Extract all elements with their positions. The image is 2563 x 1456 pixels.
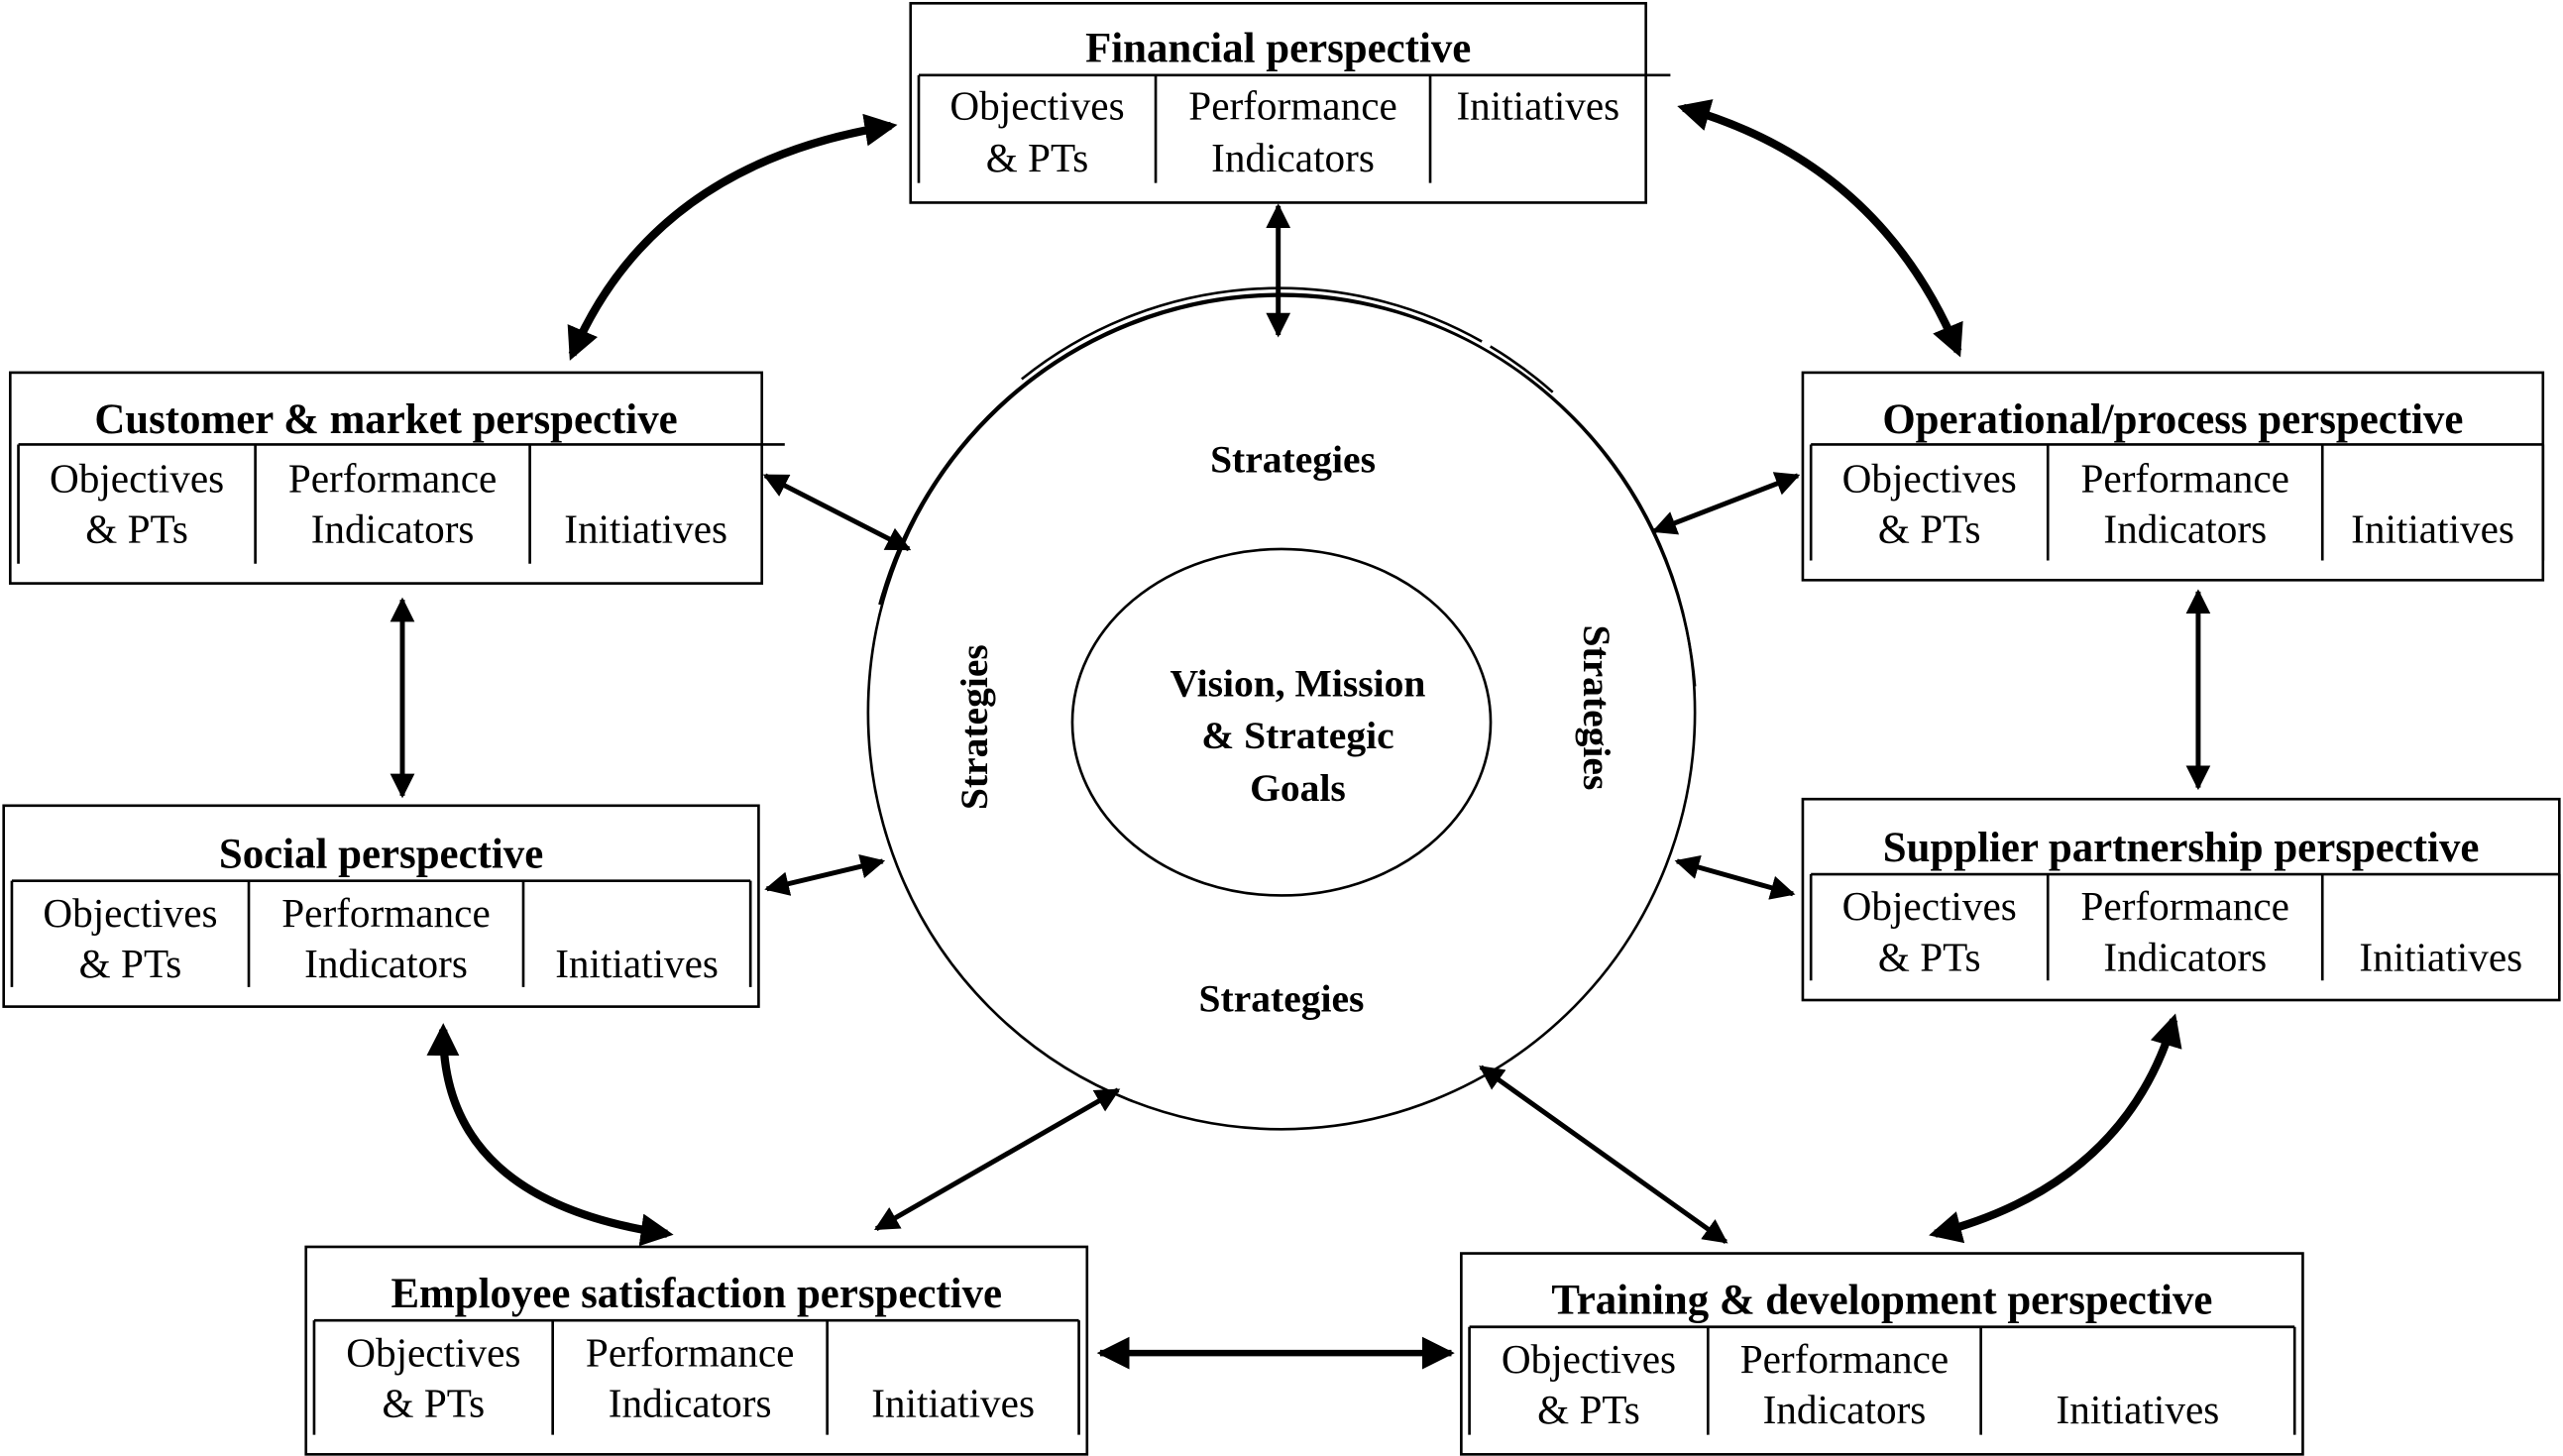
initiatives-label: Initiatives: [1456, 82, 1619, 128]
objectives-label-2: & PTs: [383, 1380, 486, 1425]
initiatives-label: Initiatives: [2057, 1387, 2220, 1432]
perspective-operational: Operational/process perspectiveObjective…: [1801, 371, 2545, 582]
perspective-box: [1801, 797, 2561, 1002]
objectives-label: Objectives: [50, 455, 224, 501]
indicators-label: Performance: [586, 1329, 794, 1375]
curved-arrows: [426, 99, 2182, 1247]
indicators-label: Performance: [281, 890, 490, 936]
indicators-label: Performance: [2080, 455, 2288, 501]
arrow-social-employee: [426, 1023, 674, 1247]
objectives-label-2: & PTs: [1878, 934, 1981, 979]
objectives-label-2: & PTs: [986, 135, 1089, 180]
arrow-employee-ring: [873, 1087, 1121, 1231]
indicators-label-2: Indicators: [2103, 505, 2267, 551]
perspective-title: Social perspective: [219, 831, 543, 877]
strategies-right: Strategies: [1575, 624, 1618, 790]
arrow-supplier-training: [1929, 1013, 2182, 1244]
arrow-social-ring: [764, 854, 886, 896]
center-line-3: Goals: [1250, 766, 1346, 810]
straight-arrows: [390, 203, 2211, 1370]
indicators-label-2: Indicators: [304, 941, 468, 986]
arrow-financial-operational: [1677, 99, 1963, 358]
perspective-box: [2, 804, 760, 1008]
objectives-label-2: & PTs: [79, 941, 182, 986]
perspective-title: Supplier partnership perspective: [1883, 825, 2480, 871]
initiatives-label: Initiatives: [564, 505, 727, 551]
indicators-label: Performance: [288, 455, 497, 501]
outer-arc: [1021, 286, 1554, 393]
indicators-label-2: Indicators: [311, 505, 475, 551]
arrow-operational-ring: [1651, 472, 1801, 535]
indicators-label: Performance: [1188, 82, 1396, 128]
initiatives-label: Initiatives: [555, 941, 719, 986]
perspective-supplier: Supplier partnership perspectiveObjectiv…: [1801, 797, 2561, 1002]
perspective-box: [304, 1245, 1089, 1456]
strategies-top: Strategies: [1210, 437, 1376, 481]
perspective-training: Training & development perspectiveObject…: [1460, 1252, 2304, 1456]
objectives-label-2: & PTs: [1537, 1387, 1640, 1432]
perspective-title: Training & development perspective: [1551, 1278, 2212, 1324]
arrow-supplier-ring: [1674, 855, 1796, 900]
indicators-label-2: Indicators: [2103, 934, 2267, 979]
strategies-left: Strategies: [952, 644, 996, 810]
perspective-box: [909, 1, 1647, 204]
arrow-customer-financial: [567, 113, 898, 361]
arrow-customer-ring: [762, 473, 912, 552]
objectives-label: Objectives: [43, 890, 217, 936]
core-ellipse: [1070, 547, 1493, 897]
indicators-label-2: Indicators: [1763, 1387, 1927, 1432]
perspective-box: [8, 371, 764, 585]
perspective-title: Employee satisfaction perspective: [390, 1271, 1002, 1317]
objectives-label-2: & PTs: [85, 505, 188, 551]
arrow-training-ring: [1479, 1064, 1728, 1245]
indicators-label-2: Indicators: [1211, 135, 1375, 180]
objectives-label: Objectives: [949, 82, 1124, 128]
initiatives-label: Initiatives: [2359, 934, 2522, 979]
objectives-label: Objectives: [346, 1329, 520, 1375]
initiatives-label: Initiatives: [2351, 505, 2514, 551]
perspective-title: Customer & market perspective: [94, 396, 677, 443]
objectives-label: Objectives: [1842, 455, 2017, 501]
center-line-1: Vision, Mission: [1170, 661, 1426, 705]
strategy-ring: Strategies Strategies Strategies Strateg…: [866, 286, 1697, 1131]
initiatives-label: Initiatives: [871, 1380, 1035, 1425]
objectives-label: Objectives: [1502, 1336, 1676, 1382]
perspective-employee: Employee satisfaction perspectiveObjecti…: [304, 1245, 1089, 1456]
indicators-label: Performance: [1740, 1336, 1949, 1382]
strategies-bottom: Strategies: [1199, 977, 1365, 1021]
center-line-2: & Strategic: [1201, 714, 1393, 757]
perspective-box: [1460, 1252, 2304, 1456]
perspective-title: Operational/process perspective: [1882, 396, 2463, 443]
indicators-label: Performance: [2080, 883, 2288, 929]
indicators-label-2: Indicators: [609, 1380, 772, 1425]
objectives-label: Objectives: [1842, 883, 2017, 929]
perspective-title: Financial perspective: [1085, 26, 1471, 72]
objectives-label-2: & PTs: [1878, 505, 1981, 551]
perspective-customer: Customer & market perspectiveObjectives&…: [8, 371, 785, 585]
